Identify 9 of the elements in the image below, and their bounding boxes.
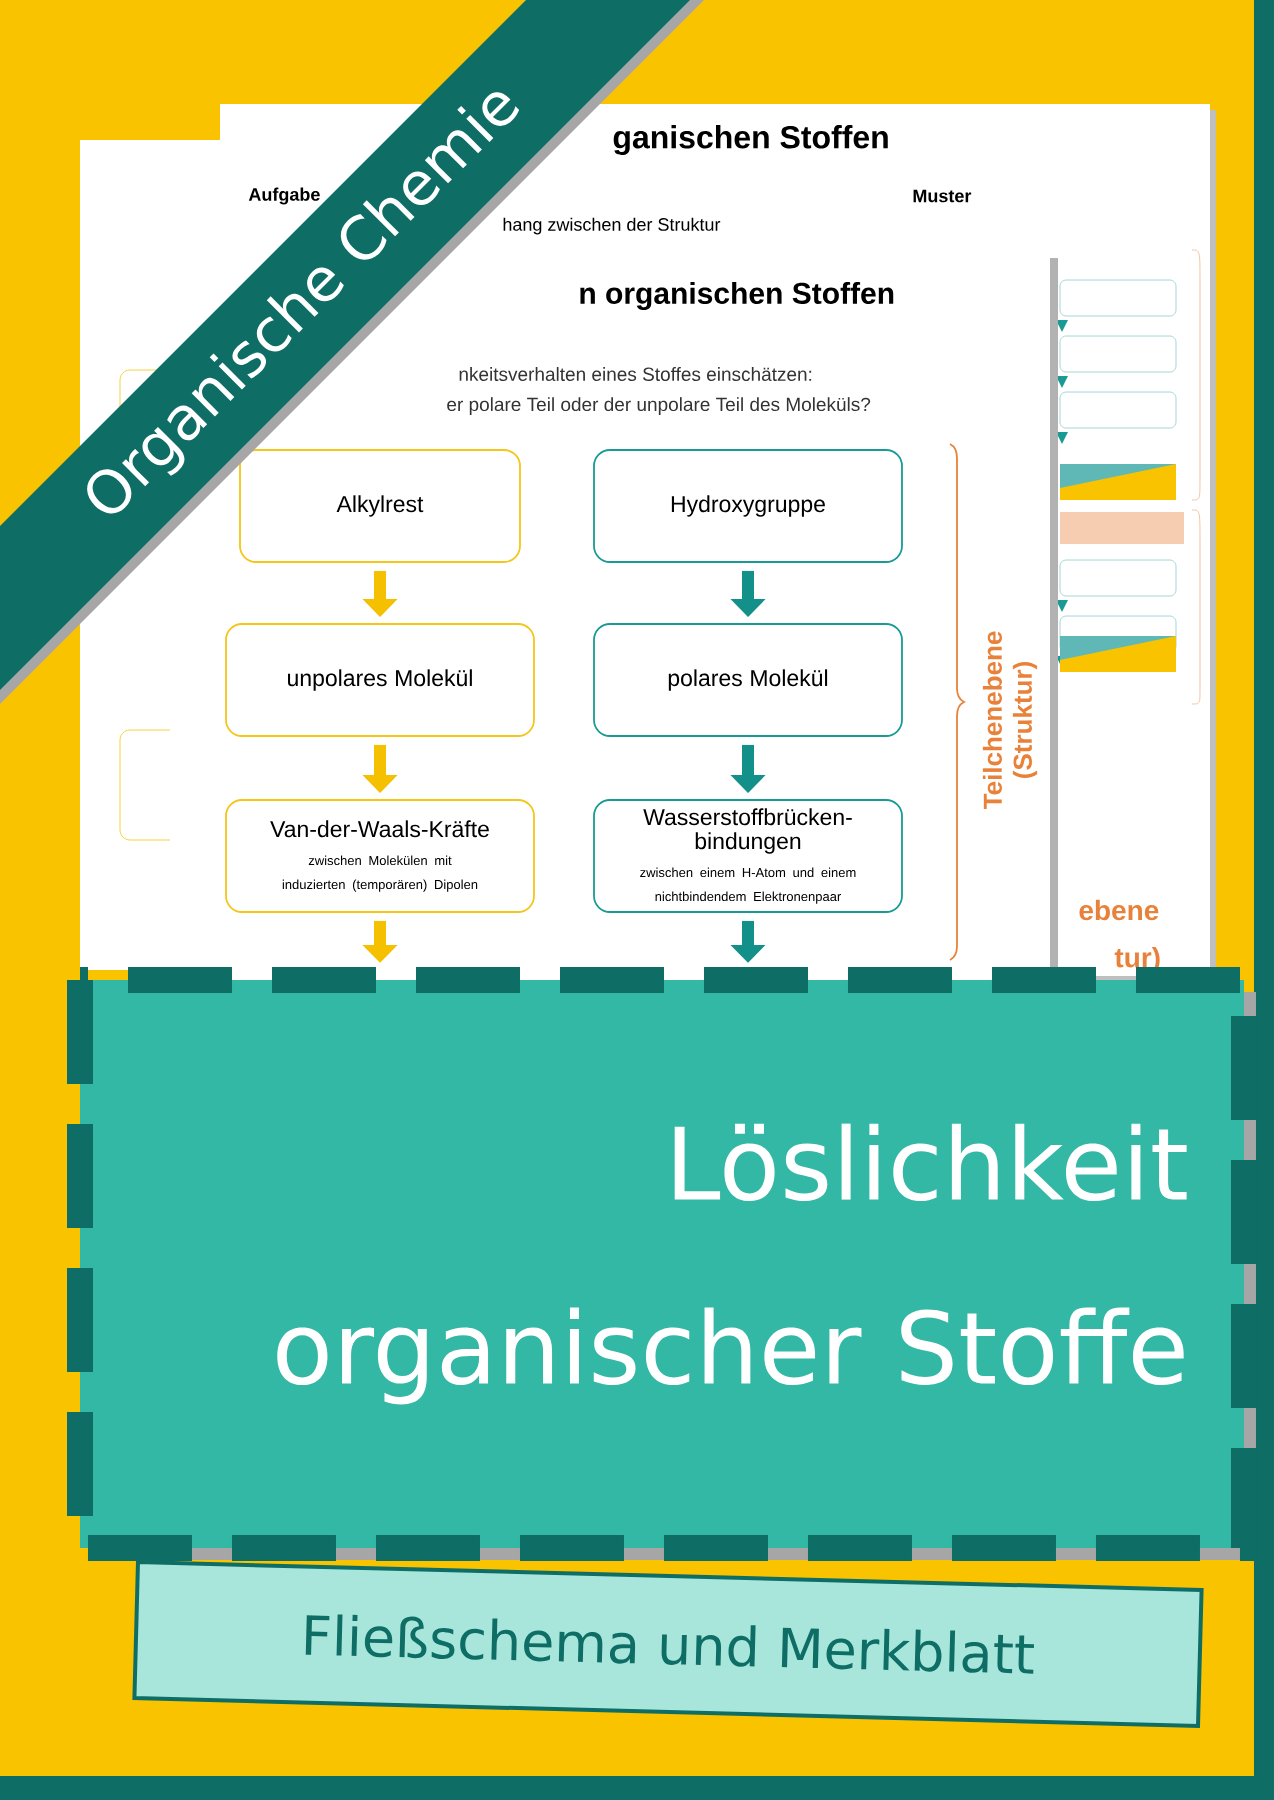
title-banner: Löslichkeit organischer Stoffe <box>67 967 1257 1561</box>
brace-label: ebene <box>1079 899 1159 921</box>
brace-label: Teilchenebene (Struktur) <box>982 631 1038 810</box>
section-heading: Aufgabe <box>248 187 320 205</box>
flow-box: unpolares Molekül <box>225 623 535 737</box>
flow-box: polares Molekül <box>593 623 903 737</box>
subtitle-banner: Fließschema und Merkblatt <box>132 1560 1204 1728</box>
flow-box: Hydroxygruppe <box>593 449 903 563</box>
section-heading: Muster <box>913 189 972 203</box>
